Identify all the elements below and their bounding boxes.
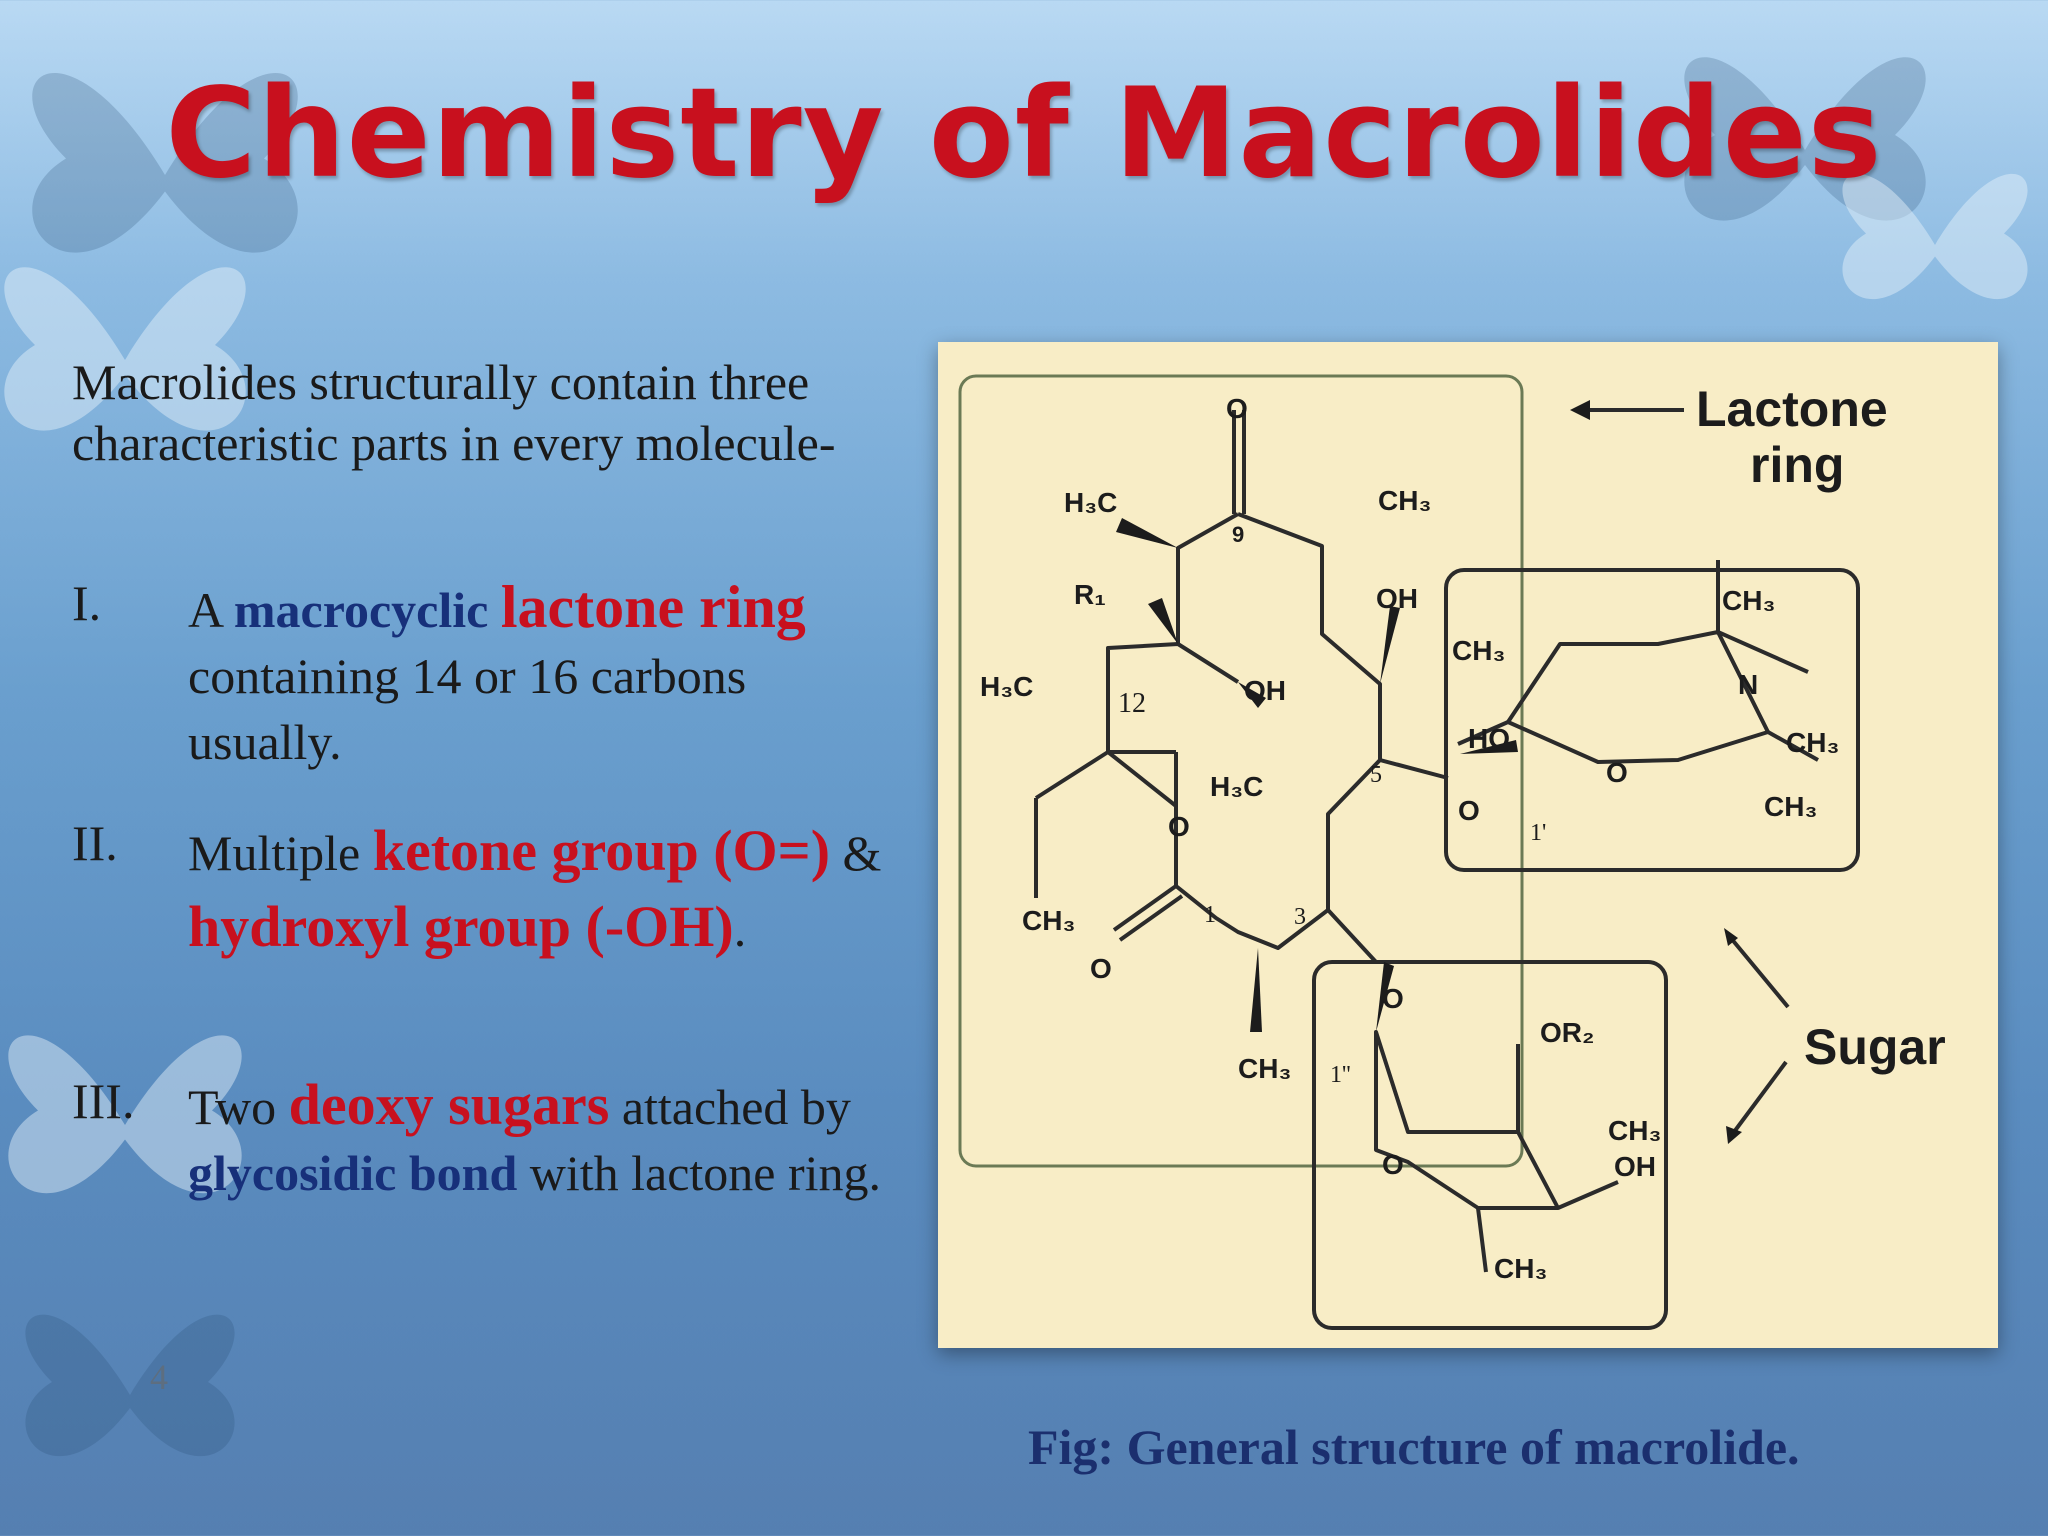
list-item-text: Multiple xyxy=(188,825,373,881)
atom-number: 3 xyxy=(1294,904,1306,930)
list-item-body: Multiple ketone group (O=) & hydroxyl gr… xyxy=(188,814,902,966)
list-item-number: I. xyxy=(72,575,102,631)
atom-label: OH xyxy=(1614,1151,1656,1182)
list-item-text: containing 14 or 16 carbons usually. xyxy=(188,648,747,770)
atom-label: CH₃ xyxy=(1378,485,1431,516)
list-item-number: III. xyxy=(72,1073,135,1129)
atom-number: 1' xyxy=(1530,820,1546,846)
intro-text: Macrolides structurally contain three ch… xyxy=(72,354,836,471)
list-item-text: Two xyxy=(188,1079,289,1135)
lactone-ring-label: ring xyxy=(1750,437,1844,493)
atom-number: 1 xyxy=(1204,902,1216,928)
sugar-label: Sugar xyxy=(1804,1019,1946,1075)
atom-label: OH xyxy=(1244,675,1286,706)
atom-label: R₁ xyxy=(1074,579,1106,610)
macrolide-structure-figure: O H₃C CH₃ 9 R₁ OH OH CH₃ H₃C 12 CH₃ N HO… xyxy=(938,342,1998,1348)
highlight-term: macrocyclic xyxy=(233,582,501,638)
atom-label: CH₃ xyxy=(1786,727,1839,758)
highlight-term: ketone group (O=) xyxy=(372,818,831,883)
butterfly-decoration-icon xyxy=(4,267,246,431)
list-item-body: Two deoxy sugars attached by glycosidic … xyxy=(188,1072,902,1206)
atom-label: N xyxy=(1738,669,1758,700)
atom-label: O xyxy=(1168,811,1190,842)
atom-number: 9 xyxy=(1232,522,1244,547)
atom-label: O xyxy=(1382,983,1404,1014)
atom-label: OH xyxy=(1376,583,1418,614)
list-item: II. Multiple ketone group (O=) & hydroxy… xyxy=(72,814,902,966)
highlight-term: glycosidic bond xyxy=(188,1145,518,1201)
atom-label: CH₃ xyxy=(1608,1115,1661,1146)
list-item: III. Two deoxy sugars attached by glycos… xyxy=(72,1072,902,1206)
list-item-body: A macrocyclic lactone ring containing 14… xyxy=(188,574,902,775)
highlight-term: lactone ring xyxy=(500,574,806,640)
atom-number: 5 xyxy=(1370,762,1382,788)
highlight-term: deoxy sugars xyxy=(288,1072,610,1137)
list-item-text: with lactone ring. xyxy=(517,1145,882,1201)
atom-label: CH₃ xyxy=(1022,905,1075,936)
atom-label: O xyxy=(1226,393,1248,424)
slide-number: 4 xyxy=(150,1357,168,1397)
butterfly-decoration-icon xyxy=(1684,57,1926,221)
list-item-number: II. xyxy=(72,815,118,871)
atom-label: O xyxy=(1606,757,1628,788)
butterfly-decoration-icon xyxy=(25,1314,235,1457)
butterfly-decoration-icon xyxy=(32,73,298,253)
atom-label: H₃C xyxy=(1210,771,1263,802)
butterfly-decoration-icon xyxy=(8,1035,242,1194)
atom-label: O xyxy=(1090,953,1112,984)
list-item-text: attached by xyxy=(609,1079,851,1135)
list-item: I. A macrocyclic lactone ring containing… xyxy=(72,574,902,775)
atom-label: CH₃ xyxy=(1238,1053,1291,1084)
atom-label: CH₃ xyxy=(1764,791,1817,822)
lactone-ring-label: Lactone xyxy=(1696,381,1888,437)
atom-label: HO xyxy=(1468,723,1510,754)
atom-label: OR₂ xyxy=(1540,1017,1594,1048)
atom-label: H₃C xyxy=(980,671,1033,702)
list-item-text: & xyxy=(830,825,882,881)
slide-title: Chemistry of Macrolides xyxy=(165,62,1883,206)
list-item-text: . xyxy=(733,901,747,957)
atom-label: O xyxy=(1458,795,1480,826)
butterfly-decoration-icon xyxy=(1842,173,2028,300)
macrolide-structure-diagram: O H₃C CH₃ 9 R₁ OH OH CH₃ H₃C 12 CH₃ N HO… xyxy=(958,374,1946,1330)
atom-number: 1'' xyxy=(1330,1062,1351,1088)
atom-number: 12 xyxy=(1118,688,1146,719)
atom-label: H₃C xyxy=(1064,487,1117,518)
atom-label: O xyxy=(1382,1149,1404,1180)
list-item-text: A xyxy=(188,582,234,638)
highlight-term: hydroxyl group (-OH) xyxy=(188,894,734,959)
atom-label: CH₃ xyxy=(1722,585,1775,616)
atom-label: CH₃ xyxy=(1494,1253,1547,1284)
figure-caption: Fig: General structure of macrolide. xyxy=(1028,1419,1800,1475)
atom-label: CH₃ xyxy=(1452,635,1505,666)
